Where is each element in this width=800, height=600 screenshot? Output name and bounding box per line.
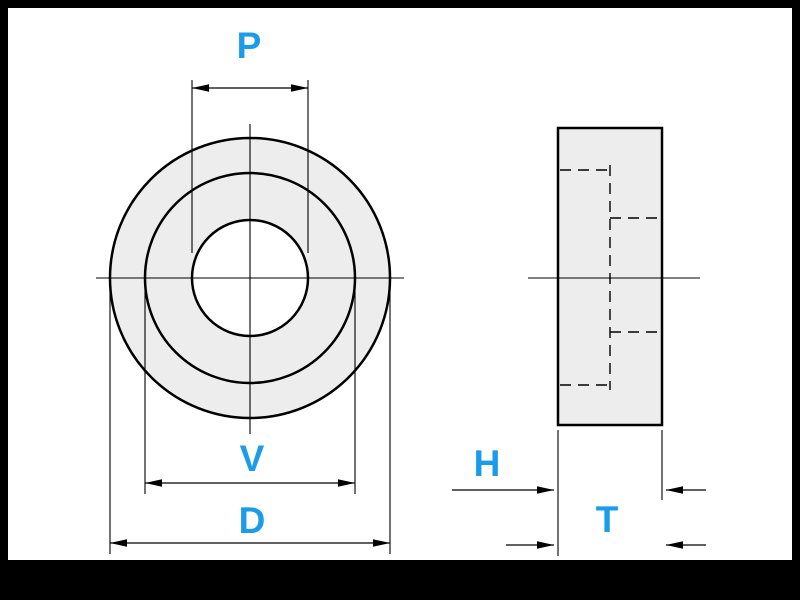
label-v: V — [240, 438, 265, 479]
front-view — [96, 124, 404, 434]
dimension-t: T — [506, 499, 706, 549]
label-p: P — [237, 25, 262, 66]
label-d: D — [239, 500, 266, 541]
dimension-d: D — [109, 284, 391, 554]
label-t: T — [596, 499, 619, 540]
dimension-v: V — [144, 284, 356, 494]
dimension-h: H — [452, 430, 706, 556]
dimension-p: P — [191, 25, 309, 253]
side-view — [528, 126, 700, 427]
label-h: H — [474, 443, 501, 484]
